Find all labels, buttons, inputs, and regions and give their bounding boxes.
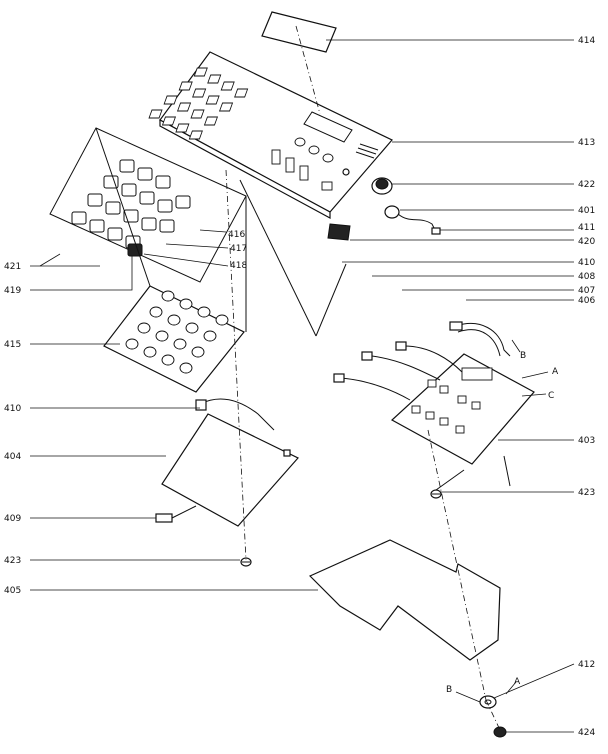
part-414-window-lens xyxy=(261,11,337,53)
callout-415: 415 xyxy=(4,340,21,350)
part-423-screw-a xyxy=(240,557,252,567)
callout-419: 419 xyxy=(4,286,21,296)
callout-411: 411 xyxy=(578,223,595,233)
callout-420: 420 xyxy=(578,237,595,247)
callout-405: 405 xyxy=(4,586,21,596)
callout-418: 418 xyxy=(230,261,247,271)
callout-413: 413 xyxy=(578,138,595,148)
part-420-button xyxy=(327,223,351,241)
connector-arrows xyxy=(455,339,549,703)
callout-404: 404 xyxy=(4,452,21,462)
part-401-jack xyxy=(384,205,441,235)
callout-416: 416 xyxy=(228,230,245,240)
callout-421: 421 xyxy=(4,262,21,272)
leader-lines xyxy=(30,39,575,733)
callout-labels: 414 413 422 401 411 420 421 416 417 418 … xyxy=(4,36,595,738)
callout-401: 401 xyxy=(578,206,595,216)
callout-414: 414 xyxy=(578,36,595,46)
callout-406: 406 xyxy=(578,296,595,306)
callout-408: 408 xyxy=(578,272,595,282)
part-413-front-panel xyxy=(148,51,393,220)
callout-424: 424 xyxy=(578,728,595,738)
part-422-knob xyxy=(371,177,393,195)
part-409-connector xyxy=(155,505,197,523)
callout-412: 412 xyxy=(578,660,595,670)
part-416-keycaps xyxy=(49,127,247,283)
connector-label-c: C xyxy=(548,391,554,401)
connector-label-a-upper: A xyxy=(552,367,559,377)
part-403-main-board xyxy=(333,321,535,465)
part-412-nut xyxy=(479,695,497,709)
assembly-centerlines xyxy=(95,25,511,731)
callout-403: 403 xyxy=(578,436,595,446)
connector-label-b-lower: B xyxy=(446,685,452,695)
callout-409: 409 xyxy=(4,514,21,524)
callout-407: 407 xyxy=(578,286,595,296)
connector-label-b-upper: B xyxy=(520,351,526,361)
callout-410-upper: 410 xyxy=(578,258,595,268)
connector-label-a-lower: A xyxy=(514,677,521,687)
part-424-screw xyxy=(493,726,507,738)
callout-423-right: 423 xyxy=(578,488,595,498)
part-423-screw-b xyxy=(430,489,442,499)
callout-417: 417 xyxy=(230,244,247,254)
part-404-keypad-board xyxy=(161,398,299,527)
callout-410-lower: 410 xyxy=(4,404,21,414)
callout-422: 422 xyxy=(578,180,595,190)
callout-423-left: 423 xyxy=(4,556,21,566)
part-405-shield xyxy=(308,539,501,661)
part-415-rubber-keypad xyxy=(103,285,245,393)
